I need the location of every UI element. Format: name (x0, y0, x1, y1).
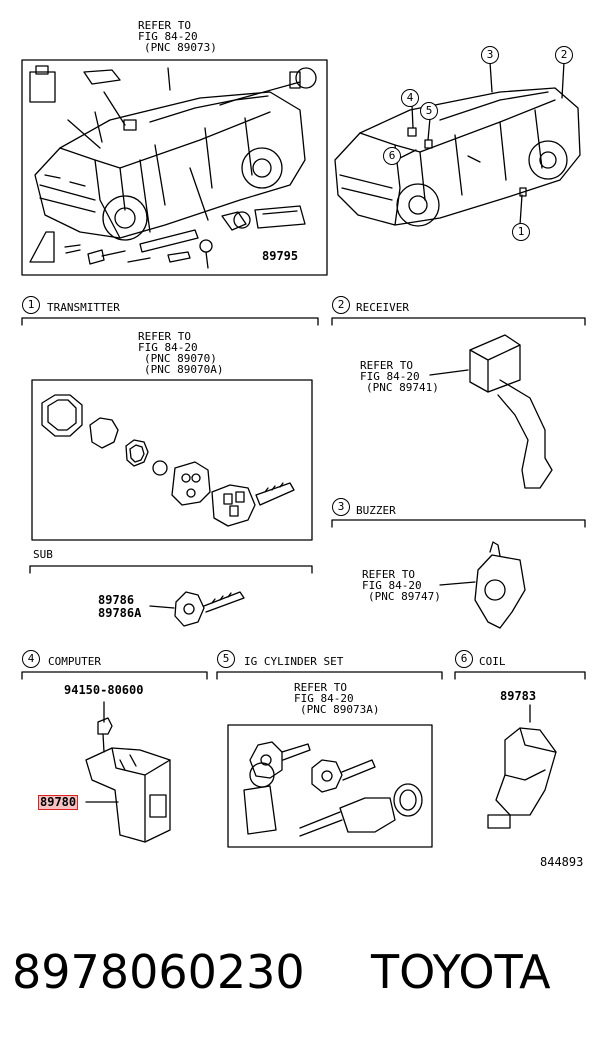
highlighted-part-89780[interactable]: 89780 (38, 795, 79, 810)
transmitter-ref-line4: (PNC 89070A) (144, 363, 224, 376)
part-label-94150-80600: 94150-80600 (64, 683, 144, 697)
rule-transmitter (21, 317, 319, 326)
buzzer-ref-line3: (PNC 89747) (368, 590, 441, 603)
callout-3: 3 (481, 46, 499, 64)
section-number-coil: 6 (455, 650, 473, 668)
ig-cylinder-illustration (243, 741, 423, 837)
diagram-id: 844893 (540, 855, 584, 869)
receiver-ref-line1: REFER TO (360, 359, 413, 372)
vehicle-right-illustration (334, 61, 581, 227)
section-number-receiver: 2 (332, 296, 350, 314)
coil-illustration (487, 704, 557, 829)
computer-illustration (85, 701, 171, 843)
transmitter-ref-line3: (PNC 89070) (144, 352, 217, 365)
part-label-89786A: 89786A (98, 606, 142, 620)
buzzer-illustration (439, 541, 526, 629)
section-title-receiver: RECEIVER (356, 301, 409, 314)
rule-receiver (331, 317, 586, 326)
ig-ref-line1: REFER TO (294, 681, 347, 694)
callout-5: 5 (420, 102, 438, 120)
part-label-89786: 89786 (98, 593, 135, 607)
overview-ref-line3: (PNC 89073) (144, 41, 217, 54)
overview-ref-line1: REFER TO (138, 19, 191, 32)
footer-part-number: 8978060230 (12, 945, 305, 999)
transmitter-parts-illustration (41, 394, 295, 527)
vehicle-left-illustration (29, 65, 317, 269)
footer-brand: TOYOTA (371, 945, 551, 999)
rule-coil (454, 671, 586, 680)
callout-2: 2 (555, 46, 573, 64)
rule-buzzer (331, 519, 586, 528)
rule-computer (21, 671, 208, 680)
section-title-buzzer: BUZZER (356, 504, 396, 517)
section-title-computer: COMPUTER (48, 655, 101, 668)
transmitter-box (31, 379, 313, 541)
rule-ig (216, 671, 443, 680)
section-number-transmitter: 1 (22, 296, 40, 314)
receiver-ref-line2: FIG 84-20 (360, 370, 420, 383)
section-title-sub: SUB (33, 548, 53, 561)
part-label-89795: 89795 (262, 249, 299, 263)
section-number-computer: 4 (22, 650, 40, 668)
part-label-89783: 89783 (500, 689, 537, 703)
section-title-transmitter: TRANSMITTER (47, 301, 120, 314)
receiver-ref-line3: (PNC 89741) (366, 381, 439, 394)
sub-key-illustration (149, 591, 245, 627)
ig-ref-line2: FIG 84-20 (294, 692, 354, 705)
transmitter-ref-line1: REFER TO (138, 330, 191, 343)
section-number-ig-cylinder: 5 (217, 650, 235, 668)
section-number-buzzer: 3 (332, 498, 350, 516)
callout-6: 6 (383, 147, 401, 165)
buzzer-ref-line2: FIG 84-20 (362, 579, 422, 592)
overview-box-left (21, 59, 328, 276)
ig-ref-line3: (PNC 89073A) (300, 703, 380, 716)
rule-sub (29, 565, 313, 574)
callout-1: 1 (512, 223, 530, 241)
buzzer-ref-line1: REFER TO (362, 568, 415, 581)
overview-ref-line2: FIG 84-20 (138, 30, 198, 43)
transmitter-ref-line2: FIG 84-20 (138, 341, 198, 354)
section-title-ig-cylinder: IG CYLINDER SET (244, 655, 344, 668)
section-title-coil: COIL (479, 655, 506, 668)
ig-cylinder-box (227, 724, 433, 848)
callout-4: 4 (401, 89, 419, 107)
receiver-illustration (429, 334, 553, 489)
